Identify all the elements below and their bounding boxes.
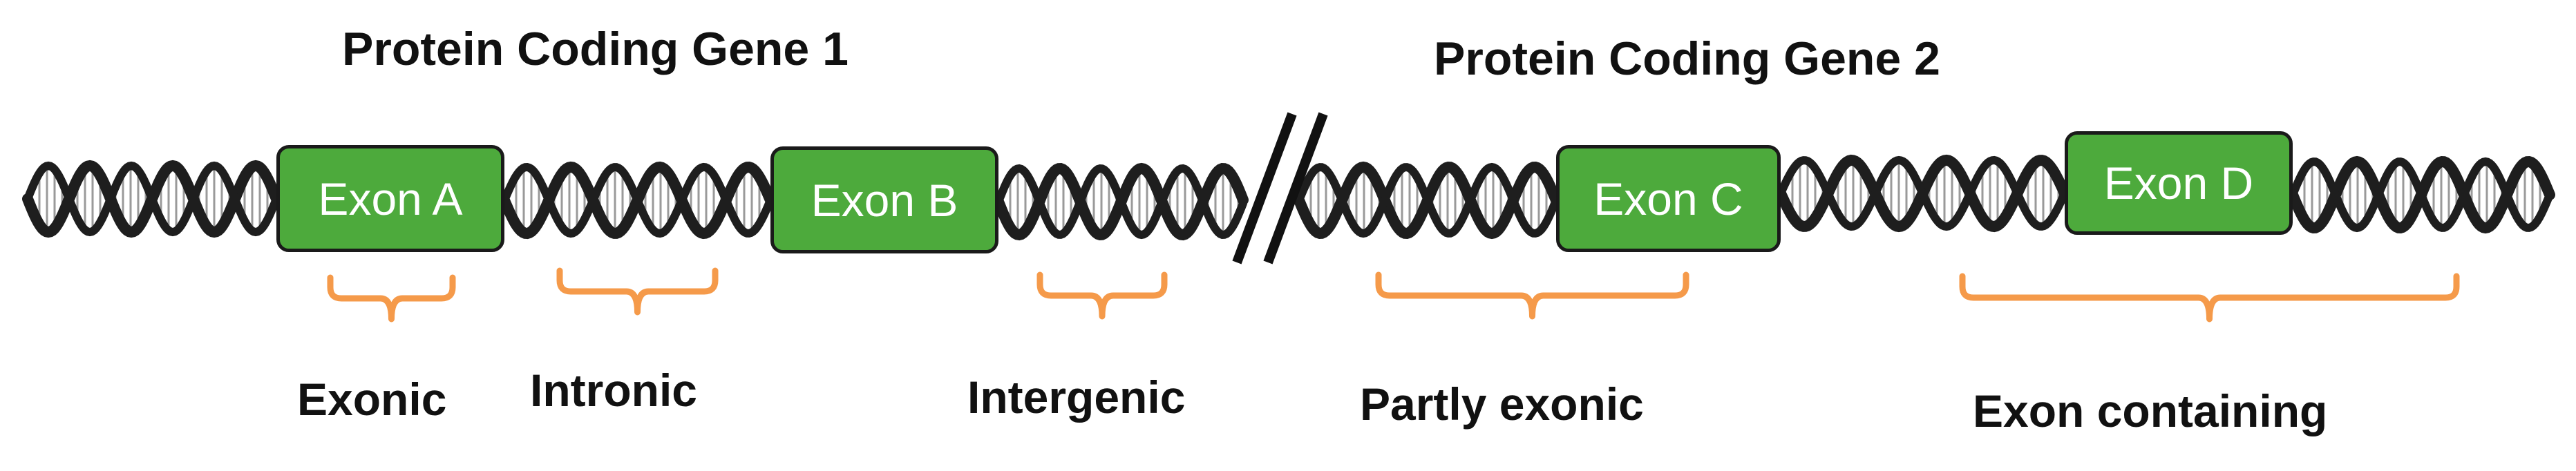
exon-b-box: Exon B xyxy=(770,146,998,253)
break-slash-1 xyxy=(1232,112,1297,265)
region-label-intronic: Intronic xyxy=(530,365,697,416)
dna-strand-back xyxy=(500,162,774,238)
bracket-exon-containing xyxy=(1959,273,2460,323)
gene-1-title: Protein Coding Gene 1 xyxy=(342,23,849,75)
gene-2-title: Protein Coding Gene 2 xyxy=(1434,32,1940,85)
bracket-intronic xyxy=(556,267,719,316)
bracket-intergenic xyxy=(1036,271,1168,320)
dna-segment-4 xyxy=(1294,161,1562,240)
dna-strand-back xyxy=(2289,157,2554,233)
region-label-exonic: Exonic xyxy=(297,374,447,425)
region-label-exon-containing: Exon containing xyxy=(1973,385,2328,436)
bracket-exonic xyxy=(327,274,456,323)
dna-segment-3 xyxy=(993,162,1249,241)
exon-d-box: Exon D xyxy=(2065,131,2293,235)
dna-segment-5 xyxy=(1775,154,2070,233)
region-label-partly-exonic: Partly exonic xyxy=(1360,378,1644,430)
sequence-break-mark xyxy=(1232,112,1328,265)
dna-segment-2 xyxy=(499,161,775,240)
exon-c-box: Exon C xyxy=(1556,145,1781,252)
dna-strand-back xyxy=(994,164,1247,240)
region-label-intergenic: Intergenic xyxy=(967,372,1186,423)
dna-strand-back xyxy=(1295,162,1560,238)
exon-a-box: Exon A xyxy=(276,145,504,252)
dna-strand-back xyxy=(1777,155,2069,231)
dna-strand-back xyxy=(23,161,281,237)
break-slash-2 xyxy=(1263,112,1328,265)
bracket-partly-exonic xyxy=(1375,271,1689,320)
dna-segment-1 xyxy=(22,160,282,238)
dna-segment-6 xyxy=(2287,155,2555,234)
